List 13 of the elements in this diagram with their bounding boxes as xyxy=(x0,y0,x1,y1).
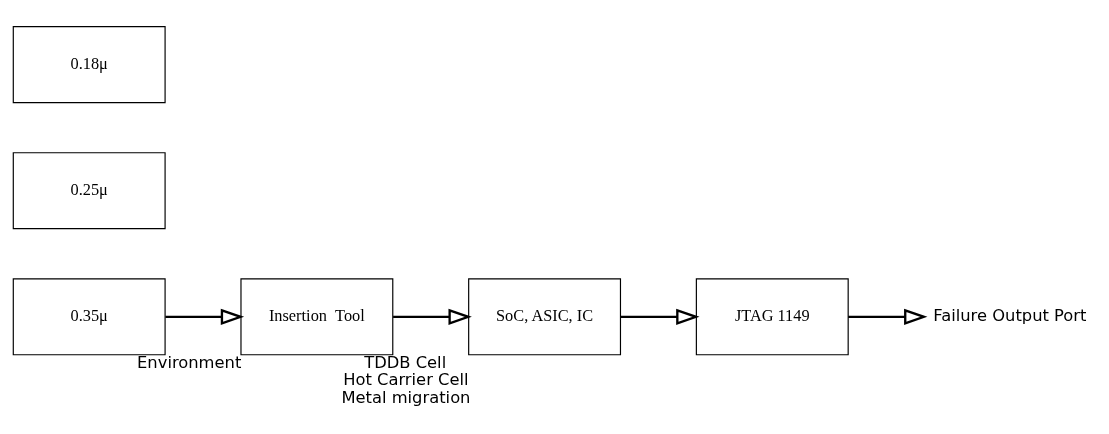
node-text: Failure Output Port xyxy=(933,306,1087,326)
node-label: Metal migration xyxy=(341,387,471,407)
node-box: Insertion Tool xyxy=(240,278,394,356)
arrow xyxy=(165,308,245,325)
node-box: JTAG 1149 xyxy=(695,278,849,356)
node-box: SoC, ASIC, IC xyxy=(468,278,622,356)
arrow xyxy=(848,308,928,325)
node-box: 0.25μ xyxy=(12,152,166,230)
node-box: 0.18μ xyxy=(12,26,166,104)
arrow xyxy=(620,308,700,325)
node-label: Hot Carrier Cell xyxy=(343,370,469,390)
arrow xyxy=(393,308,472,325)
node-box: 0.35μ xyxy=(12,278,166,356)
